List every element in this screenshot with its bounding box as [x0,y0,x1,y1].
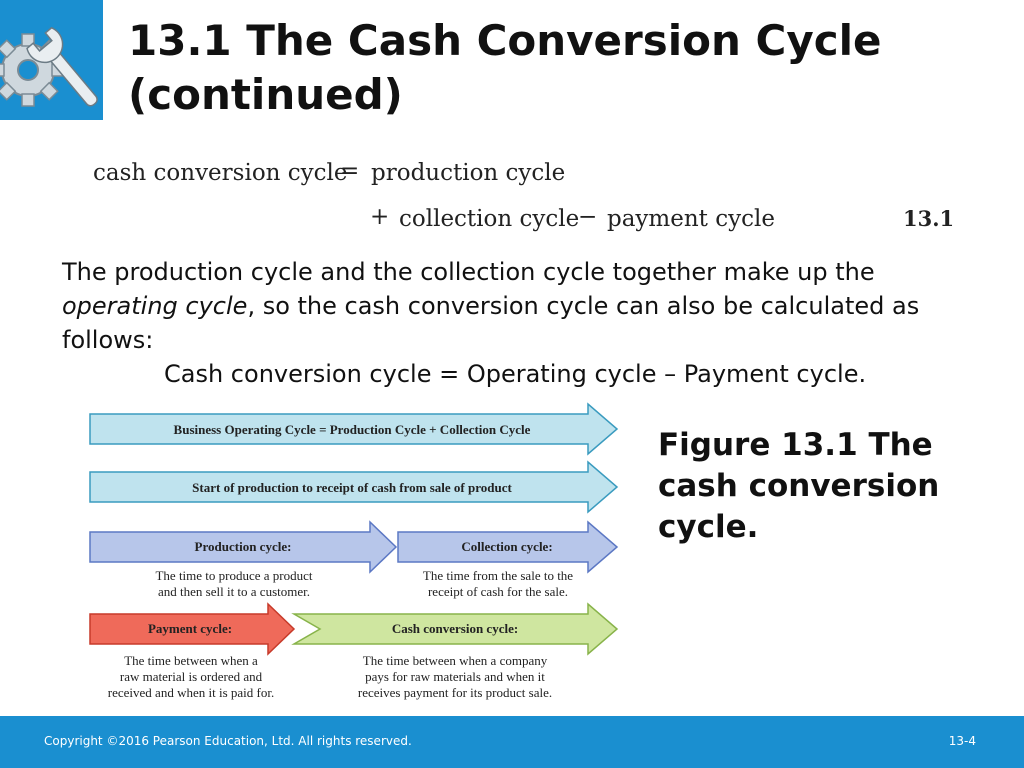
body-text-part1: The production cycle and the collection … [62,258,875,286]
footer-page-number: 13-4 [948,734,976,748]
equation-term-production: production cycle [371,160,566,186]
payment-cycle-desc-3: received and when it is paid for. [108,685,274,700]
arrow-production-cycle [89,520,398,574]
body-paragraph: The production cycle and the collection … [62,255,942,391]
collection-cycle-desc-1: The time from the sale to the [423,568,573,583]
arrow-operating-cycle [89,402,619,456]
equation-term-payment: payment cycle [607,206,775,232]
cash-conversion-cycle-desc-3: receives payment for its product sale. [358,685,552,700]
body-text-emphasis: operating cycle [62,292,248,320]
payment-cycle-desc-1: The time between when a [124,653,258,668]
cash-conversion-cycle-desc-2: pays for raw materials and when it [365,669,545,684]
arrow-payment-cycle [89,602,296,656]
footer-bar: Copyright ©2016 Pearson Education, Ltd. … [0,716,1024,768]
slide-title: 13.1 The Cash Conversion Cycle (continue… [128,16,882,119]
equation-plus: + [370,204,390,230]
arrow-operating-cycle-label: Business Operating Cycle = Production Cy… [174,422,531,437]
equation-lhs: cash conversion cycle [93,160,348,186]
payment-cycle-desc-2: raw material is ordered and [120,669,263,684]
footer-copyright: Copyright ©2016 Pearson Education, Ltd. … [44,734,412,748]
equation-term-collection: collection cycle [399,206,580,232]
production-cycle-label: Production cycle: [195,539,292,554]
cash-conversion-cycle-desc-1: The time between when a company [363,653,548,668]
production-cycle-desc-1: The time to produce a product [155,568,312,583]
arrow-collection-cycle [397,520,619,574]
equation-number: 13.1 [903,206,955,231]
arrow-cash-conversion-cycle [291,602,619,656]
equation-minus: − [578,204,598,230]
collection-cycle-label: Collection cycle: [461,539,552,554]
production-cycle-desc-2: and then sell it to a customer. [158,584,310,599]
payment-cycle-label: Payment cycle: [148,621,232,636]
equation-equals: = [340,158,360,184]
cash-conversion-diagram: Business Operating Cycle = Production Cy… [89,402,619,700]
body-formula: Cash conversion cycle = Operating cycle … [164,360,867,388]
body-text-part2: , so the cash conversion cycle can also … [62,292,920,354]
arrow-production-to-receipt [89,460,619,514]
wrench-gear-icon [0,0,103,120]
arrow-production-to-receipt-label: Start of production to receipt of cash f… [192,480,512,495]
figure-caption: Figure 13.1 The cash conversion cycle. [658,427,940,545]
collection-cycle-desc-2: receipt of cash for the sale. [428,584,568,599]
cash-conversion-cycle-label: Cash conversion cycle: [392,621,518,636]
